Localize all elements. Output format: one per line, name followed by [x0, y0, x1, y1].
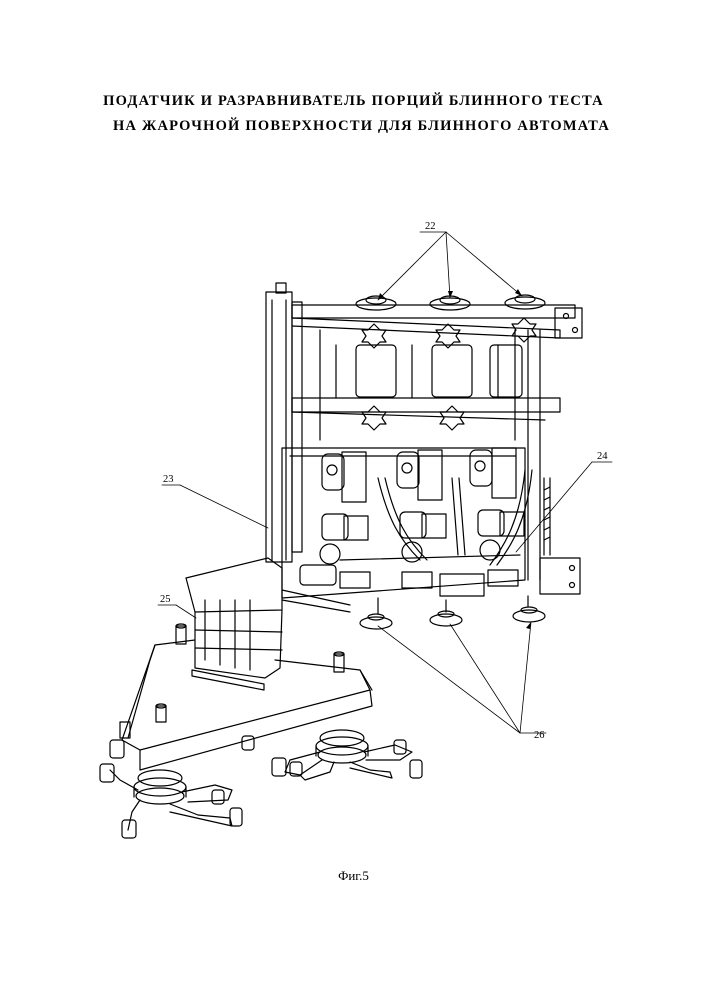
- spreader-knobs: [360, 596, 545, 629]
- vertical-column: [266, 283, 302, 562]
- ref-23: 23: [163, 474, 174, 485]
- ref-22: 22: [425, 221, 436, 232]
- figure-caption: Фиг.5: [0, 868, 707, 884]
- spreader-head-right: [285, 730, 422, 780]
- ref-24: 24: [597, 451, 608, 462]
- base-plate: [110, 624, 372, 776]
- cylinders: [336, 345, 522, 398]
- top-knobs: [356, 295, 545, 430]
- ref-26: 26: [534, 730, 545, 741]
- spreader-head-left: [100, 764, 242, 838]
- leader-arrows: [378, 289, 531, 629]
- arm-housing: [186, 558, 350, 690]
- ref-25: 25: [160, 594, 171, 605]
